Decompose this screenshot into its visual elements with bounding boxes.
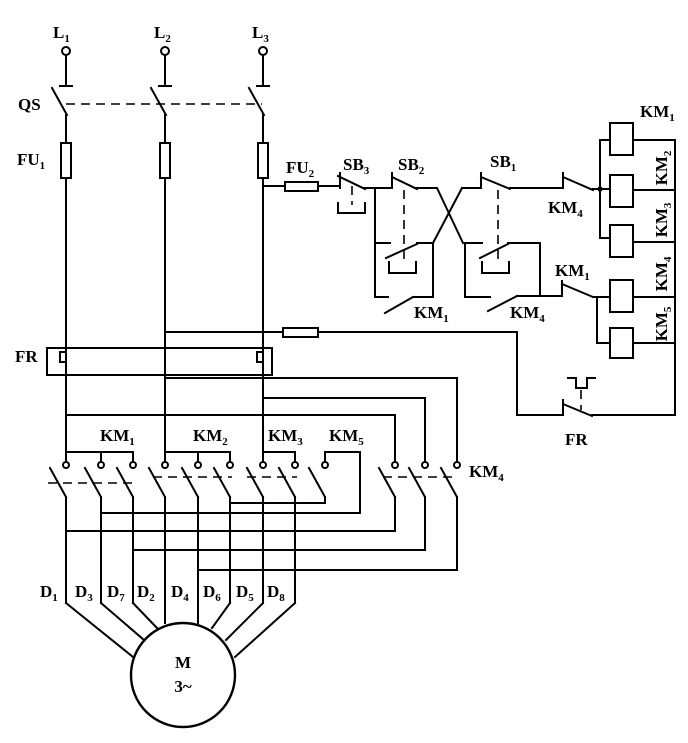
label-d6: D6 bbox=[203, 582, 221, 604]
label-sb3: SB3 bbox=[343, 155, 370, 177]
main-power-lines bbox=[65, 114, 264, 453]
label-km1-nc: KM1 bbox=[555, 261, 590, 283]
label-d7: D7 bbox=[107, 582, 125, 604]
fixed-contact bbox=[194, 461, 202, 469]
label-d5: D5 bbox=[236, 582, 254, 604]
label-km5-main: KM5 bbox=[329, 426, 364, 448]
km4-feed-wiring bbox=[65, 377, 458, 463]
fixed-contact bbox=[421, 461, 429, 469]
fixed-contact bbox=[97, 461, 105, 469]
fixed-contact bbox=[226, 461, 234, 469]
label-fu1: FU1 bbox=[17, 150, 45, 172]
fu1-fuses bbox=[60, 142, 269, 179]
label-km3-coil: KM3 bbox=[652, 202, 674, 237]
contact-feeds bbox=[65, 451, 361, 514]
label-fu2: FU2 bbox=[286, 158, 315, 180]
motor: M 3~ bbox=[129, 621, 237, 729]
label-km5-coil: KM5 bbox=[652, 306, 674, 341]
label-l3: L3 bbox=[252, 23, 269, 45]
main-contacts bbox=[48, 461, 461, 499]
fr-thermal-relay bbox=[46, 347, 273, 376]
control-circuit bbox=[164, 122, 676, 418]
sb2-button bbox=[390, 172, 419, 191]
km4-interlock-contact bbox=[561, 172, 595, 192]
label-sb2: SB2 bbox=[398, 155, 425, 177]
fixed-contact bbox=[321, 461, 329, 469]
label-l2: L2 bbox=[154, 23, 171, 45]
motor-name: M bbox=[175, 653, 191, 672]
contact-blade bbox=[439, 466, 459, 499]
label-km2-coil: KM2 bbox=[652, 150, 674, 185]
contact-blade bbox=[307, 466, 327, 499]
label-d1: D1 bbox=[40, 582, 58, 604]
fixed-contact bbox=[291, 461, 299, 469]
label-km1-hold: KM1 bbox=[414, 303, 449, 325]
contact-blade bbox=[277, 466, 297, 499]
label-km4-main: KM4 bbox=[469, 462, 504, 484]
fu2-fuse bbox=[284, 181, 319, 192]
qs-disconnect-switch bbox=[50, 86, 266, 117]
fixed-contact bbox=[453, 461, 461, 469]
contact-blade bbox=[245, 466, 265, 499]
label-fr-main: FR bbox=[15, 347, 38, 366]
label-km3-main: KM3 bbox=[268, 426, 303, 448]
label-d8: D8 bbox=[267, 582, 285, 604]
label-km2-main: KM2 bbox=[193, 426, 228, 448]
contact-blade bbox=[147, 466, 167, 499]
sb3-stop-button bbox=[336, 172, 367, 191]
label-d3: D3 bbox=[75, 582, 93, 604]
fixed-contact bbox=[391, 461, 399, 469]
label-l1: L1 bbox=[53, 23, 70, 45]
label-km1-coil: KM1 bbox=[640, 102, 675, 124]
label-km4-hold: KM4 bbox=[510, 303, 545, 325]
fixed-contact bbox=[259, 461, 267, 469]
label-km4-nc: KM4 bbox=[548, 198, 583, 220]
fixed-contact bbox=[129, 461, 137, 469]
sb1-button bbox=[479, 172, 512, 191]
label-km4-coil: KM4 bbox=[652, 256, 674, 291]
label-d2: D2 bbox=[137, 582, 155, 604]
control-fuse bbox=[282, 327, 319, 338]
label-qs: QS bbox=[18, 95, 41, 114]
fr-contact bbox=[561, 399, 594, 418]
contact-blade bbox=[180, 466, 200, 499]
label-km1-main: KM1 bbox=[100, 426, 135, 448]
label-sb1: SB1 bbox=[490, 152, 516, 174]
contact-blade bbox=[48, 466, 68, 499]
fixed-contact bbox=[161, 461, 169, 469]
fixed-contact bbox=[62, 461, 70, 469]
contact-blade bbox=[212, 466, 232, 499]
motor-lead-wiring bbox=[64, 496, 458, 659]
contact-blade bbox=[377, 466, 397, 499]
contact-blade bbox=[407, 466, 427, 499]
supply-terminals bbox=[59, 46, 270, 87]
label-d4: D4 bbox=[171, 582, 189, 604]
motor-phase: 3~ bbox=[174, 677, 192, 696]
label-fr-ctrl: FR bbox=[565, 430, 588, 449]
